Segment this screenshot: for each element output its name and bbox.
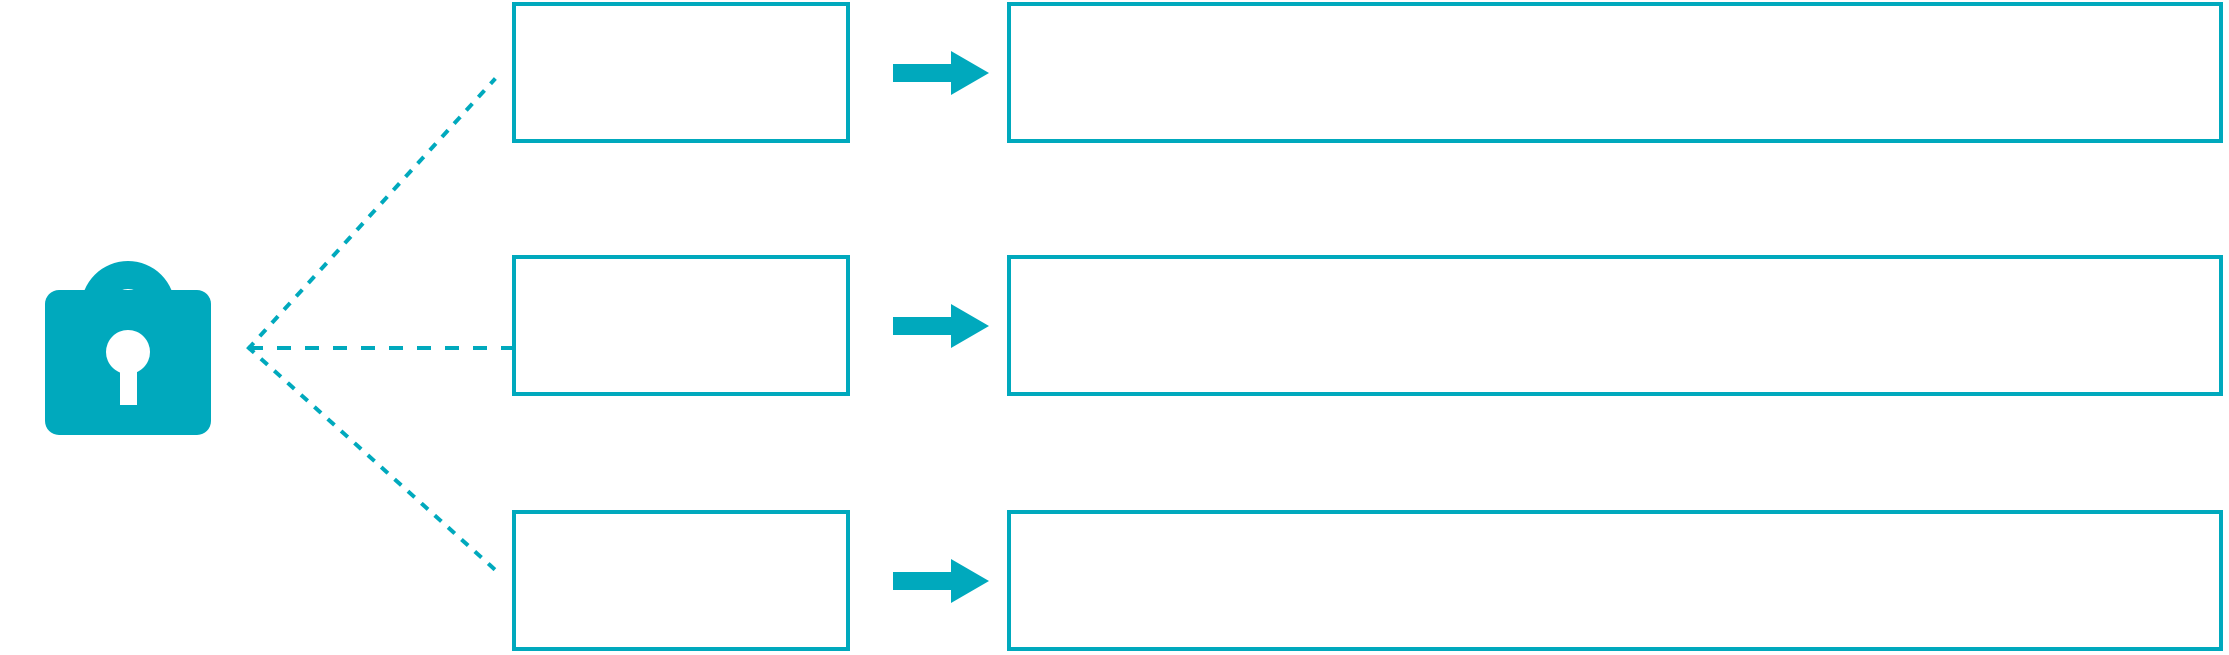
- lock-icon: [38, 210, 218, 442]
- arrow-right-icon-1: [893, 51, 989, 95]
- diagram-row-3: [0, 510, 2229, 655]
- diagram-row-1: [0, 2, 2229, 147]
- diagram-row-2: [0, 255, 2229, 400]
- large-box-1[interactable]: [1007, 2, 2223, 143]
- large-box-3[interactable]: [1007, 510, 2223, 651]
- arrow-right-icon-3: [893, 559, 989, 603]
- small-box-1[interactable]: [512, 2, 850, 143]
- small-box-2[interactable]: [512, 255, 850, 396]
- arrow-right-icon-2: [893, 304, 989, 348]
- small-box-3[interactable]: [512, 510, 850, 651]
- large-box-2[interactable]: [1007, 255, 2223, 396]
